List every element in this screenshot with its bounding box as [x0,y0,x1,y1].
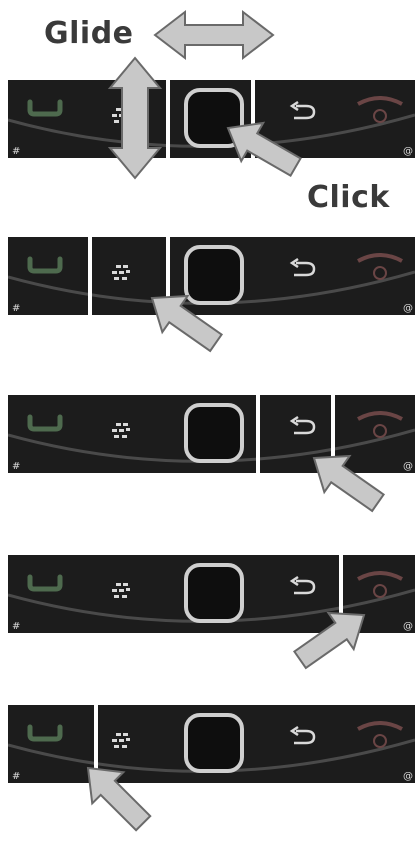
keybar-strip-1: # @ [8,80,415,158]
at-key-glyph: @ [403,303,413,314]
hash-key-glyph: # [12,146,20,157]
hash-key-glyph: # [12,621,20,632]
at-key-glyph: @ [403,621,413,632]
keybar-strip-5: # @ [8,705,415,783]
hash-key-glyph: # [12,303,20,314]
trackpad-icon[interactable] [186,405,242,461]
trackpad-icon[interactable] [186,715,242,771]
keybar-strip-2: # @ [8,237,415,315]
glide-label: Glide [44,16,134,51]
hash-key-glyph: # [12,771,20,782]
at-key-glyph: @ [403,146,413,157]
trackpad-icon[interactable] [186,90,242,146]
at-key-glyph: @ [403,461,413,472]
hash-key-glyph: # [12,461,20,472]
glide-horizontal-arrow-icon [155,12,273,58]
trackpad-icon[interactable] [186,247,242,303]
click-label: Click [307,180,390,215]
at-key-glyph: @ [403,771,413,782]
trackpad-icon[interactable] [186,565,242,621]
keybar-strip-4: # @ [8,555,415,633]
keybar-strip-3: # @ [8,395,415,473]
